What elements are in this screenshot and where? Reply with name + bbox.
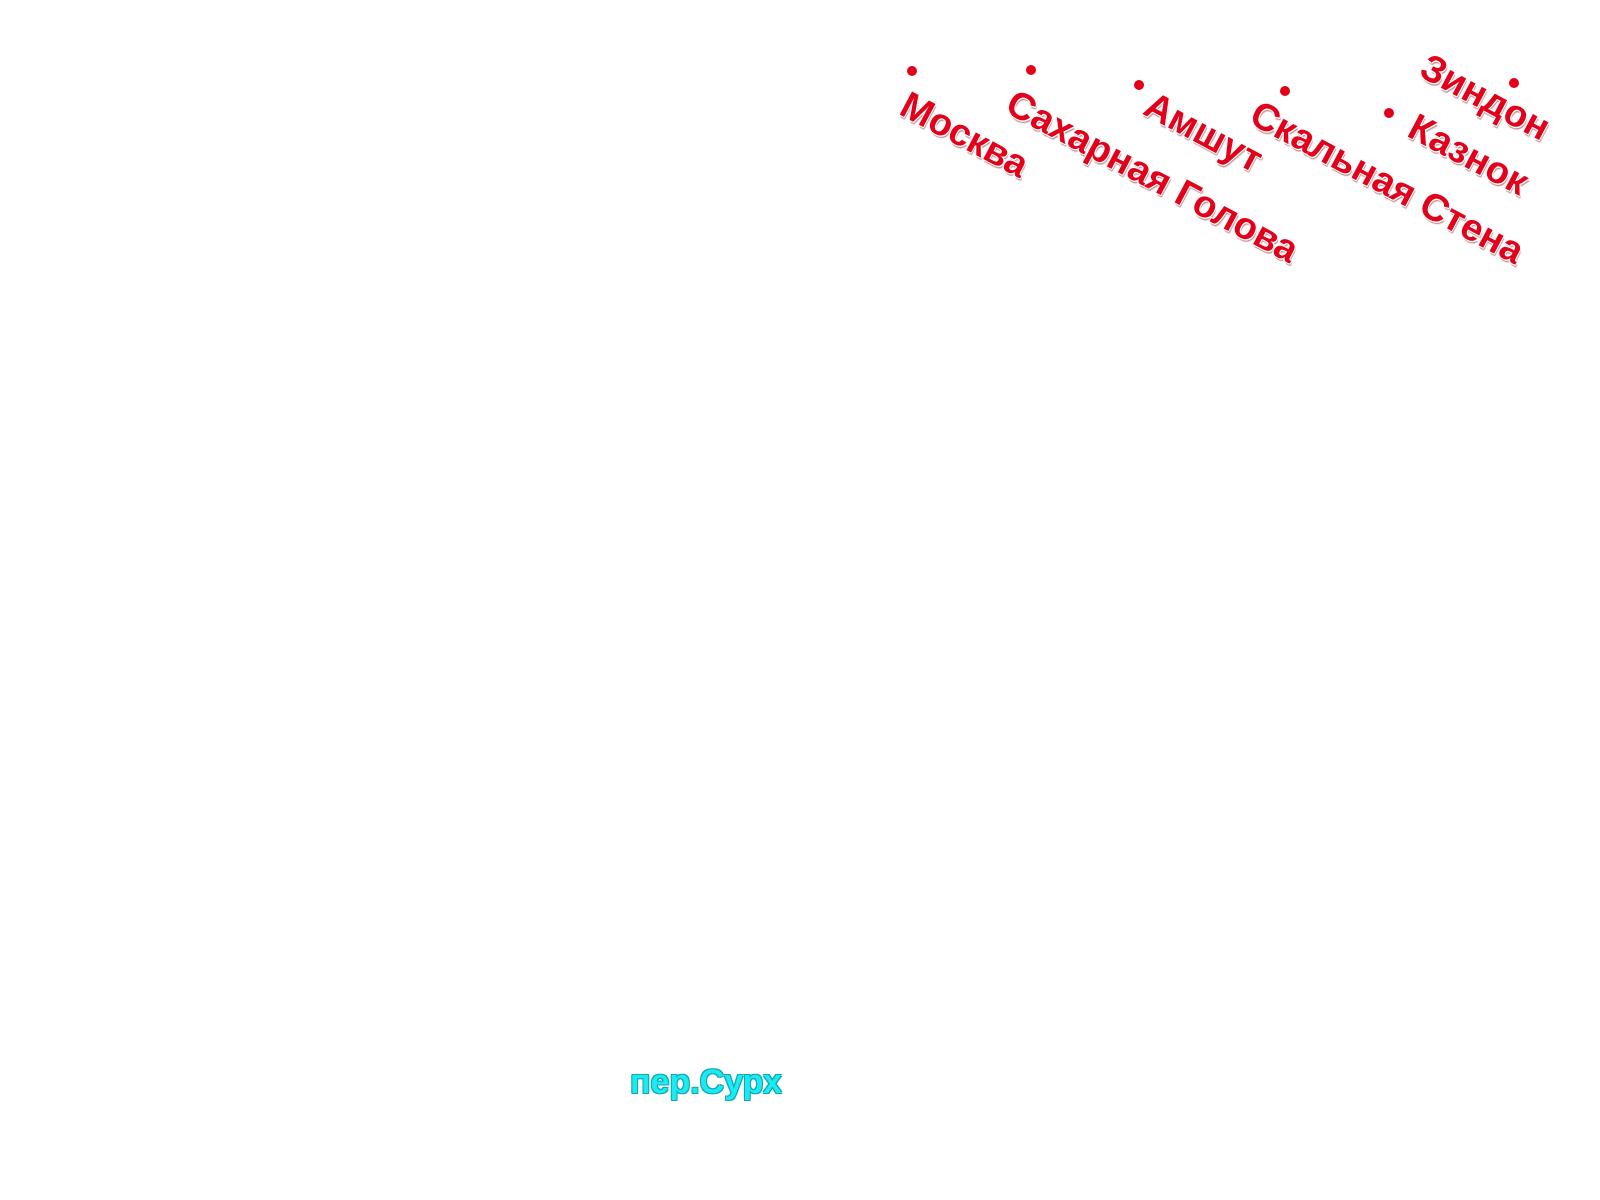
place-marker-moskva [907, 66, 917, 76]
pass-label-surkh: пер.Сурх [630, 1063, 782, 1101]
place-marker-kaznok [1384, 108, 1394, 118]
place-marker-skalnaya-stena [1280, 86, 1290, 96]
place-marker-zindon [1509, 78, 1519, 88]
place-marker-amshut [1134, 80, 1144, 90]
place-marker-sakharnaya-golova [1026, 65, 1036, 75]
